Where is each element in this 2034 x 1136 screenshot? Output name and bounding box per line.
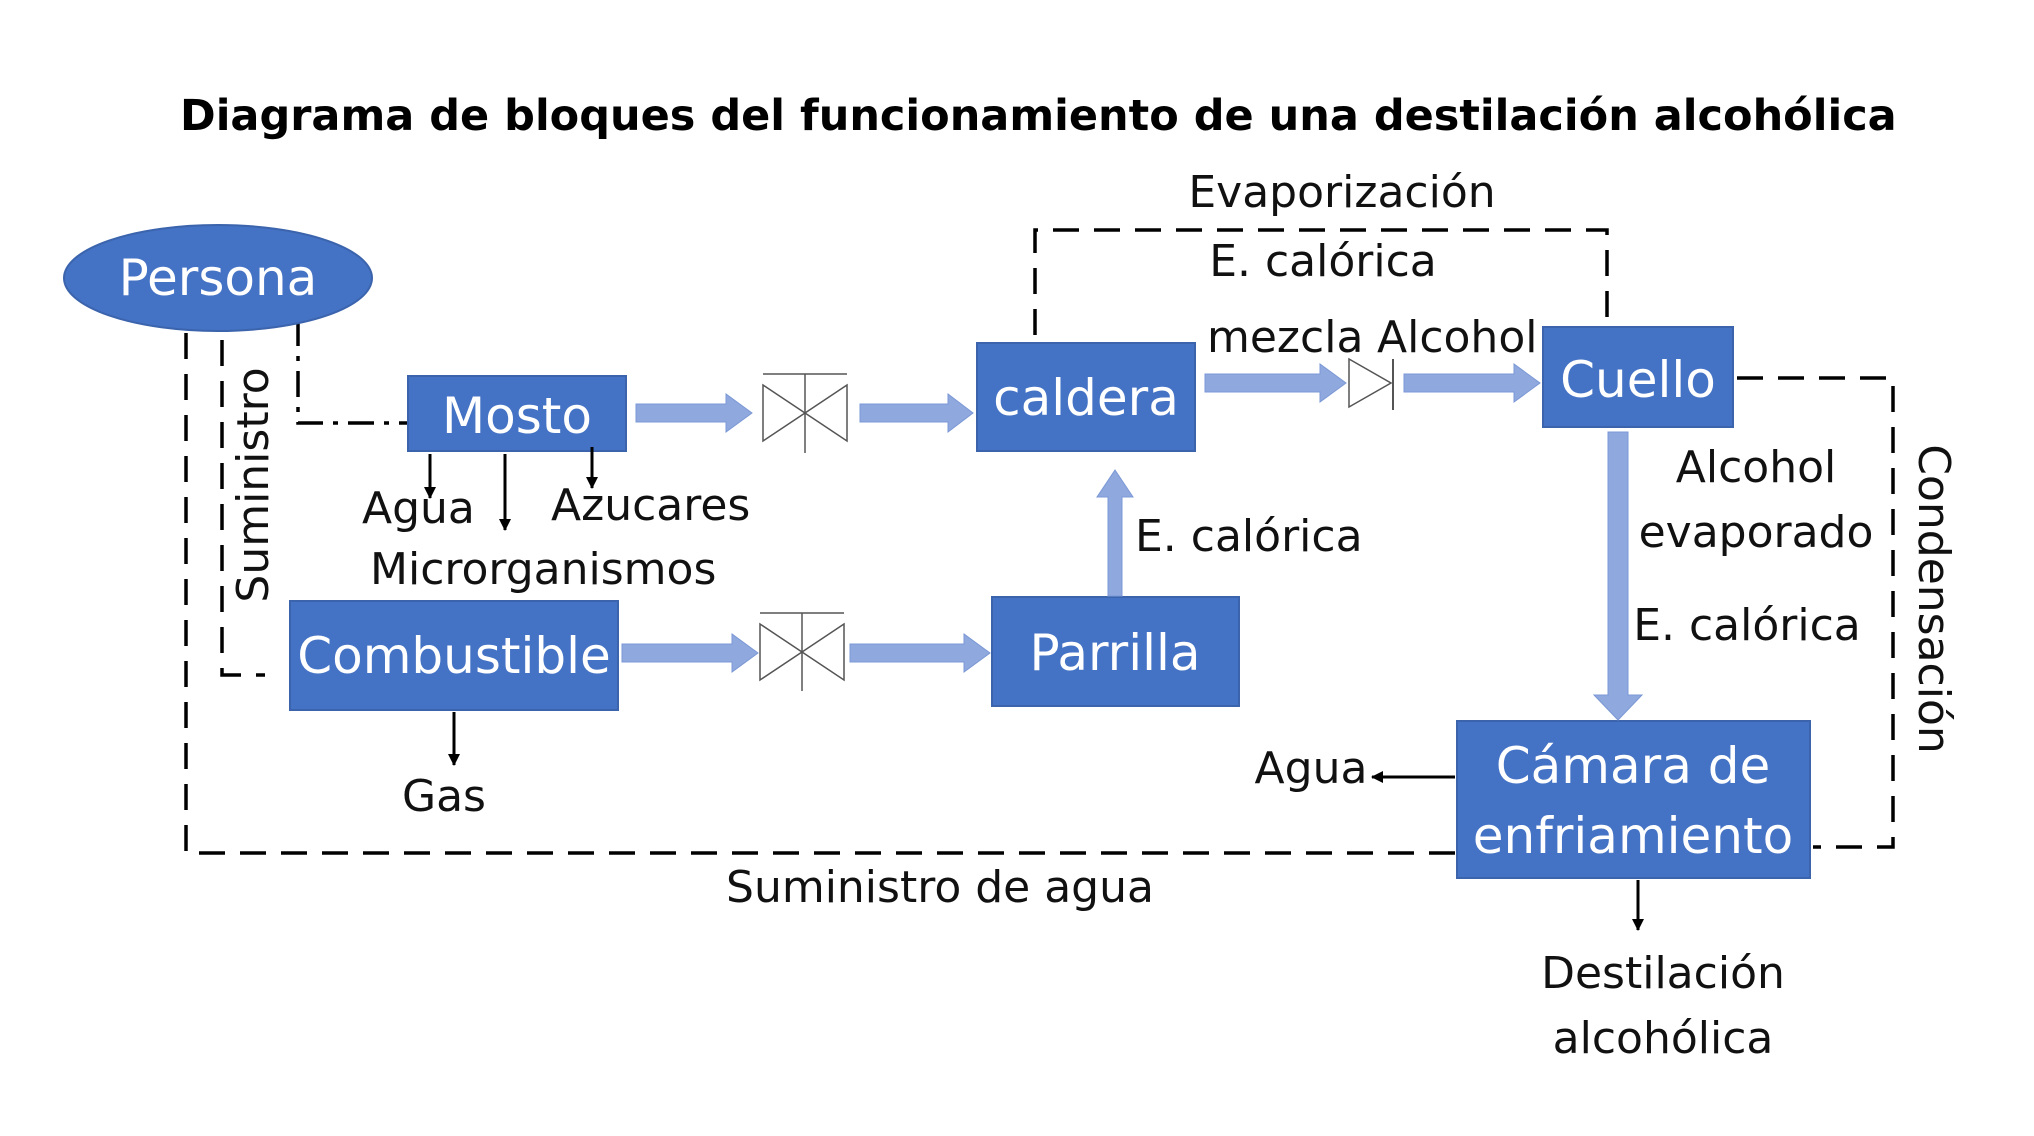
flow-arrow-valve-to-parrilla: [849, 633, 991, 673]
valve-icon-combustible: [759, 612, 845, 691]
condensacion-dashed-link: [1737, 376, 1895, 849]
mosto-supply-dashdot-link: [296, 320, 408, 425]
caldera-block: [976, 342, 1196, 452]
destilacion-label-line2: alcohólica: [1553, 1013, 1774, 1064]
mosto-block: [407, 375, 627, 452]
e-calorica-cuello-label: E. calórica: [1633, 600, 1861, 651]
evaporizacion-dashed-link: [1033, 228, 1609, 335]
alcohol-evaporado-label-line2: evaporado: [1639, 507, 1874, 558]
cuello-label: Cuello: [1560, 351, 1716, 409]
flow-arrow-cuello-to-camara: [1592, 431, 1644, 721]
flow-arrow-parrilla-to-caldera: [1096, 469, 1134, 597]
e-calorica-top-label: E. calórica: [1209, 236, 1437, 287]
mezcla-label: mezcla: [1207, 312, 1363, 363]
flow-arrow-valve-to-caldera: [859, 392, 974, 434]
alcohol-label: Alcohol: [1377, 312, 1537, 363]
persona-label: Persona: [119, 249, 318, 307]
e-calorica-parrilla-label: E. calórica: [1135, 511, 1363, 562]
cuello-block: [1542, 326, 1734, 428]
camara-enfriamiento-block: [1456, 720, 1811, 879]
suministro-agua-label: Suministro de agua: [726, 862, 1154, 913]
flow-arrow-combustible-to-valve: [621, 633, 759, 673]
azucares-label: Azucares: [551, 480, 750, 531]
flow-arrow-mosto-to-valve: [635, 393, 753, 433]
check-valve-icon: [1348, 357, 1394, 410]
camara-label-line1: Cámara de: [1496, 737, 1771, 795]
agua-mosto-label: Agua: [362, 483, 475, 534]
evaporizacion-label: Evaporización: [1188, 167, 1495, 218]
fuel-supply-dashed-link: [220, 340, 265, 677]
mosto-label: Mosto: [442, 387, 592, 445]
flow-arrow-caldera-to-check: [1204, 363, 1347, 403]
persona-node: [63, 224, 373, 332]
valve-icon-mosto: [762, 373, 848, 453]
gas-label: Gas: [402, 771, 486, 822]
caldera-label: caldera: [993, 369, 1179, 427]
combustible-block: [289, 600, 619, 711]
combustible-label: Combustible: [297, 627, 611, 685]
diagram-title: Diagrama de bloques del funcionamiento d…: [180, 91, 1897, 141]
suministro-label: Suministro: [228, 367, 279, 602]
alcohol-evaporado-label-line1: Alcohol: [1676, 442, 1836, 493]
microrganismos-label: Microrganismos: [370, 544, 716, 595]
parrilla-block: [991, 596, 1240, 707]
camara-label-line2: enfriamiento: [1473, 807, 1793, 865]
destilacion-label-line1: Destilación: [1541, 948, 1785, 999]
condensacion-label: Condensación: [1908, 444, 1959, 754]
agua-out-label: Agua: [1255, 743, 1368, 794]
parrilla-label: Parrilla: [1029, 624, 1200, 682]
water-supply-dashed-link: [184, 333, 1457, 855]
flow-arrow-check-to-cuello: [1403, 363, 1541, 403]
